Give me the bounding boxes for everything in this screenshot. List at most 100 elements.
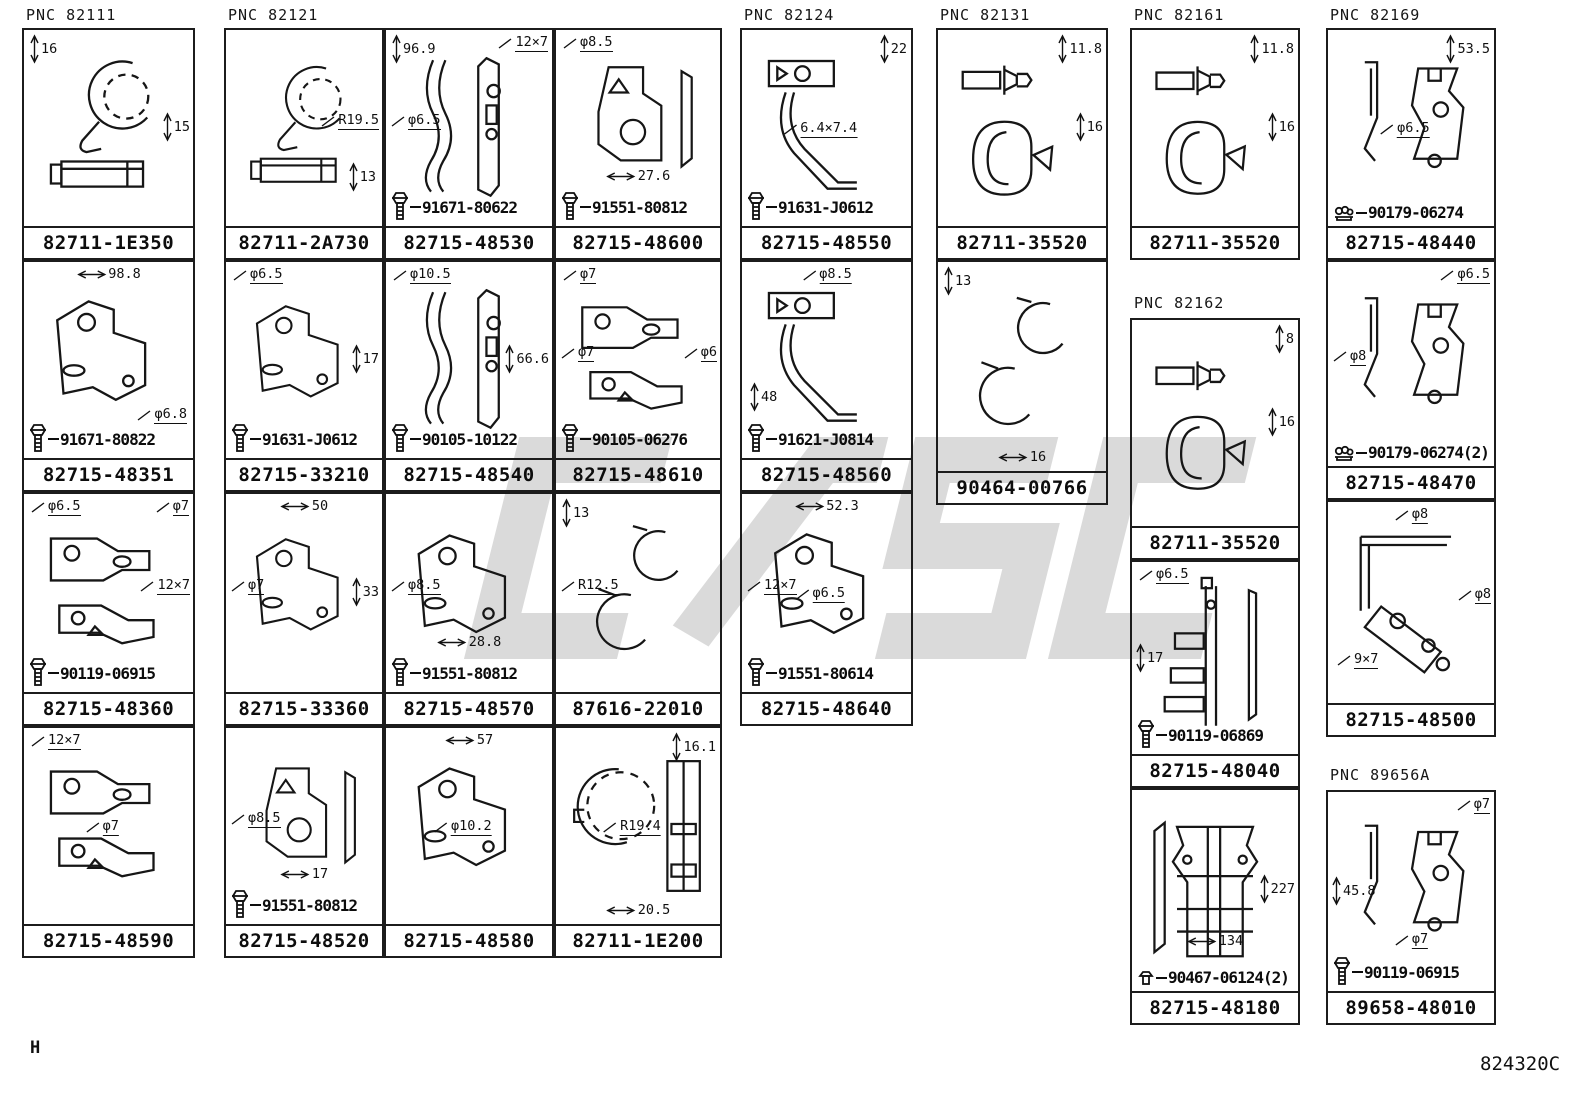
leader-line-icon: [156, 501, 170, 513]
part-number: 82715-48570: [386, 692, 552, 724]
dimension-arrow-icon: [1268, 112, 1277, 142]
dimension-label: 16: [1076, 112, 1103, 142]
dimension-arrow-icon: [280, 869, 310, 879]
dimension-label: 16: [1268, 406, 1295, 437]
fastener-callout: 91671-80822: [29, 424, 156, 454]
pnc-label: PNC 82161: [1134, 6, 1225, 24]
leader-line-icon: [393, 269, 407, 281]
sketch-bent-bracket: [417, 767, 507, 867]
dimension-label: 45.8: [1332, 876, 1376, 906]
bolt-icon: [747, 192, 765, 220]
dimension-label: 16.1: [672, 732, 716, 762]
part-number: 82715-48540: [386, 458, 552, 490]
dimension-label: R12.5: [560, 577, 619, 596]
dimension-label: φ10.5: [392, 266, 451, 284]
part-number: 82715-48610: [556, 458, 720, 490]
sketch-tall-rail: [1163, 576, 1258, 726]
bolt-icon: [29, 424, 47, 452]
bolt-icon: [561, 192, 579, 220]
dimension-arrow-icon: [1259, 874, 1269, 904]
dimension-label: φ10.2: [433, 818, 492, 837]
sketch-bracket-pair: [581, 306, 683, 410]
leader-line-icon: [561, 348, 575, 359]
dimension-label: 17: [352, 344, 379, 374]
dimension-label: 57: [445, 732, 493, 748]
leader-line-icon: [1380, 124, 1394, 135]
dimension-label: φ6.5: [1138, 566, 1189, 584]
dimension-label: φ7: [230, 577, 265, 596]
fastener-callout: 90179-06274(2): [1333, 443, 1490, 462]
sketch-bracket-pair: [49, 537, 155, 645]
pnc-label: PNC 89656A: [1330, 766, 1431, 784]
leader-line-icon: [321, 116, 335, 127]
sketch-edge-clip: [961, 65, 1054, 196]
part-number: 82715-48550: [742, 226, 911, 258]
dimension-arrow-icon: [562, 498, 571, 528]
sketch-plate: [265, 767, 356, 865]
fastener-callout: 90467-06124(2): [1137, 968, 1290, 987]
watermark-logo: [463, 437, 1257, 659]
leader-line-icon: [434, 822, 448, 833]
fastener-callout: 91551-80812: [561, 192, 688, 222]
fastener-callout: 91551-80614: [747, 658, 874, 688]
leader-line-icon: [499, 37, 512, 49]
bolt-icon: [391, 658, 409, 686]
part-number: 82715-48180: [1132, 991, 1298, 1023]
part-number: 82711-35520: [1132, 226, 1298, 258]
dimension-label: 12×7: [746, 577, 797, 596]
sketch-long-bracket: [424, 288, 501, 430]
dimension-label: 6.4×7.4: [782, 120, 858, 139]
dimension-arrow-icon: [349, 162, 358, 192]
dimension-label: φ7: [1394, 931, 1429, 949]
fastener-callout: 90119-06869: [1137, 720, 1264, 750]
part-number: 90464-00766: [938, 471, 1106, 503]
dimension-label: 9×7: [1336, 651, 1379, 669]
dimension-label: φ7: [155, 498, 189, 516]
pnc-label: PNC 82111: [26, 6, 117, 24]
leader-line-icon: [31, 501, 45, 513]
dimension-arrow-icon: [1058, 34, 1068, 64]
dimension-label: 16: [1268, 112, 1295, 142]
pnc-label: PNC 82162: [1134, 294, 1225, 312]
dimension-label: 98.8: [76, 266, 141, 282]
leader-line-icon: [1395, 934, 1409, 946]
dimension-label: φ7: [85, 818, 119, 837]
part-number: 82715-48560: [742, 458, 911, 490]
leader-line-icon: [1333, 351, 1347, 362]
sketch-hook-wire: [978, 296, 1064, 426]
dimension-arrow-icon: [750, 382, 759, 412]
sketch-hose-clamp: [250, 65, 342, 183]
leader-line-icon: [231, 581, 245, 592]
dimension-arrow-icon: [30, 34, 39, 64]
pnc-label: PNC 82131: [940, 6, 1031, 24]
bolt-icon: [561, 424, 579, 452]
nut-icon: [1334, 445, 1354, 461]
dimension-label: 12×7: [30, 732, 81, 750]
leader-line-icon: [563, 269, 577, 281]
part-number: 82715-48470: [1328, 466, 1494, 498]
dimension-label: 12×7: [139, 577, 190, 596]
dimension-arrow-icon: [76, 269, 106, 279]
dimension-label: φ8.5: [562, 34, 613, 52]
part-number: 82711-2A730: [226, 226, 382, 258]
dimension-arrow-icon: [352, 577, 361, 607]
